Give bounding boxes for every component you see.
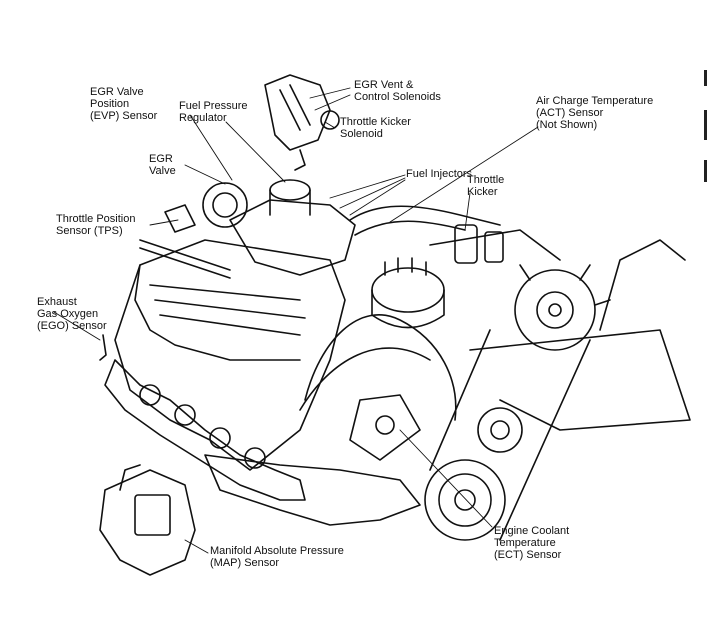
page-edge-mark: [704, 70, 707, 86]
fuel-pressure-regulator-label: Fuel Pressure Regulator: [179, 100, 248, 124]
oil-pan: [204, 454, 421, 526]
egr-valve-body: [202, 182, 248, 228]
egr-vent-control-solenoids-label: EGR Vent & Control Solenoids: [354, 79, 441, 103]
fuel-injectors-label: Fuel Injectors: [406, 168, 473, 180]
map-sensor-label: Manifold Absolute Pressure (MAP) Sensor: [210, 545, 344, 569]
page-edge-mark: [704, 110, 707, 140]
act-sensor-label: Air Charge Temperature (ACT) Sensor (Not…: [536, 95, 654, 131]
ego-sensor-label: Exhaust Gas Oxygen (EGO) Sensor: [37, 296, 107, 332]
ego-sensor: [99, 334, 107, 361]
crank-pulley: [424, 459, 506, 541]
egr-valve-label: EGR Valve: [149, 153, 176, 177]
alternator: [514, 269, 596, 351]
tps-label: Throttle Position Sensor (TPS): [56, 213, 136, 237]
ect-sensor-label: Engine Coolant Temperature (ECT) Sensor: [494, 525, 570, 561]
page-edge-mark: [704, 160, 707, 182]
evp-sensor-label: EGR Valve Position (EVP) Sensor: [90, 86, 158, 122]
map-sensor-body: [99, 469, 196, 576]
exhaust-manifold: [104, 359, 306, 501]
throttle-kicker-solenoid-label: Throttle Kicker Solenoid: [340, 116, 411, 140]
intake-manifold: [229, 199, 356, 276]
engine-block: [114, 239, 346, 471]
throttle-kicker-label: Throttle Kicker: [467, 174, 505, 198]
distributor: [371, 267, 445, 313]
egr-solenoid-assembly: [264, 74, 331, 151]
